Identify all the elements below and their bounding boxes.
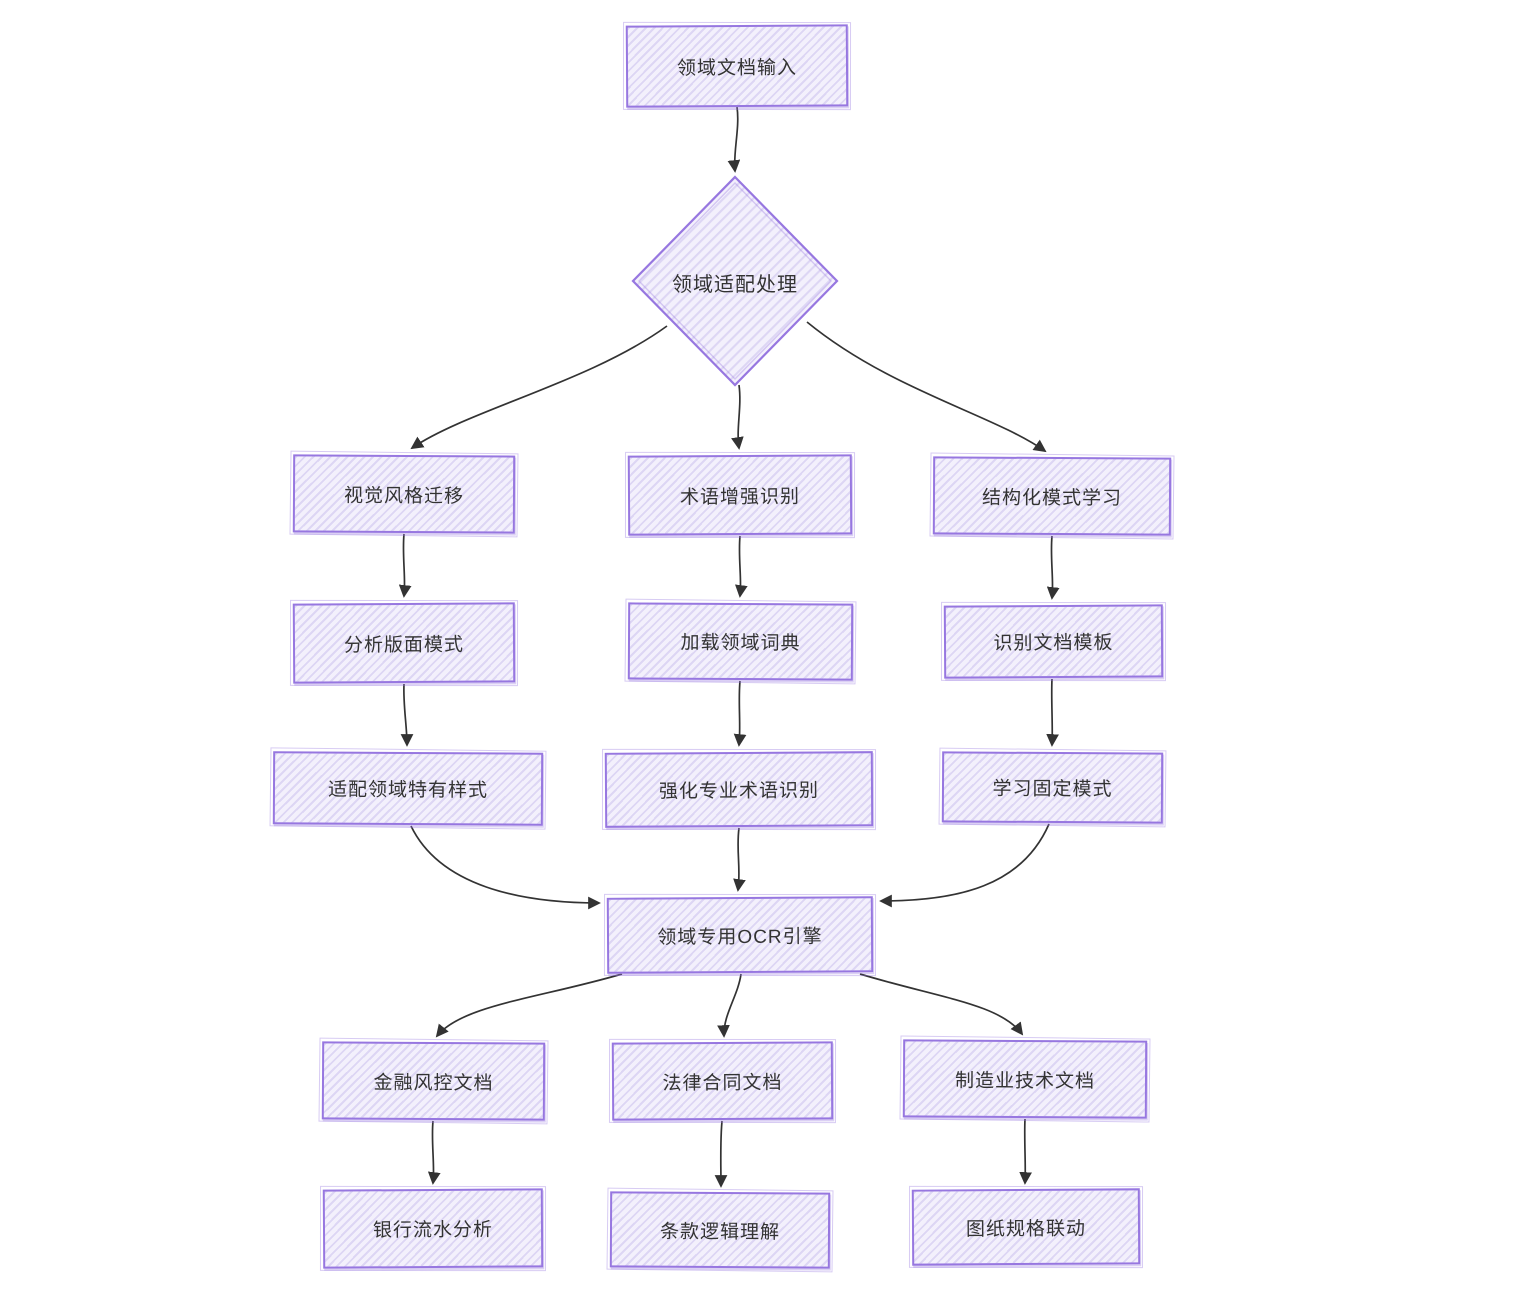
node-finance-doc: 金融风控文档 <box>321 1041 546 1121</box>
node-ocr-engine-label: 领域专用OCR引擎 <box>657 925 823 949</box>
edge-manu-doc-to-drawing-spec <box>1019 1118 1032 1185</box>
edge-layout-pattern-to-domain-style <box>400 683 414 747</box>
node-clause-logic-label: 条款逻辑理解 <box>659 1221 781 1243</box>
edge-domain-dict-to-term-strengthen <box>733 680 747 747</box>
edge-doc-template-to-fixed-pattern <box>1046 678 1059 747</box>
node-visual-style: 视觉风格迁移 <box>292 454 516 534</box>
node-legal-doc: 法律合同文档 <box>611 1041 834 1121</box>
node-layout-pattern: 分析版面模式 <box>292 602 516 684</box>
edge-domain-adapt-to-term-enhance <box>731 384 744 450</box>
edge-ocr-engine-to-finance-doc <box>435 973 623 1038</box>
node-domain-dict-label: 加载领域词典 <box>680 632 801 655</box>
edge-term-enhance-to-domain-dict <box>735 535 748 598</box>
node-term-enhance-label: 术语增强识别 <box>679 486 801 508</box>
edge-term-strengthen-to-ocr-engine <box>733 827 746 892</box>
node-fixed-pattern-label: 学习固定模式 <box>992 778 1113 801</box>
node-manu-doc: 制造业技术文档 <box>902 1039 1148 1119</box>
edge-ocr-engine-to-legal-doc <box>717 973 742 1038</box>
node-doc-template-label: 识别文档模板 <box>993 632 1114 655</box>
edge-finance-doc-to-bank-flow <box>427 1120 441 1185</box>
edge-struct-learn-to-doc-template <box>1046 535 1060 600</box>
edge-ocr-engine-to-manu-doc <box>859 973 1024 1036</box>
node-legal-doc-label: 法律合同文档 <box>662 1072 783 1094</box>
node-doc-template: 识别文档模板 <box>943 604 1164 679</box>
node-term-enhance: 术语增强识别 <box>627 454 853 536</box>
node-term-strengthen: 强化专业术语识别 <box>604 751 874 828</box>
node-struct-learn: 结构化模式学习 <box>932 456 1172 536</box>
node-layout-pattern-label: 分析版面模式 <box>343 634 465 656</box>
node-drawing-spec: 图纸规格联动 <box>911 1188 1141 1266</box>
node-term-strengthen-label: 强化专业术语识别 <box>658 780 820 803</box>
node-domain-dict: 加载领域词典 <box>627 602 854 681</box>
node-manu-doc-label: 制造业技术文档 <box>954 1070 1096 1092</box>
edge-fixed-pattern-to-ocr-engine <box>879 823 1050 908</box>
edge-domain-style-to-ocr-engine <box>410 825 601 910</box>
node-domain-adapt-shape <box>631 175 839 387</box>
node-domain-style: 适配领域特有样式 <box>272 751 544 826</box>
node-clause-logic: 条款逻辑理解 <box>609 1191 831 1269</box>
node-bank-flow: 银行流水分析 <box>322 1188 544 1269</box>
node-domain-style-label: 适配领域特有样式 <box>327 779 489 802</box>
node-drawing-spec-label: 图纸规格联动 <box>965 1218 1087 1240</box>
edge-legal-doc-to-clause-logic <box>714 1120 728 1188</box>
edge-domain-adapt-to-struct-learn <box>806 321 1047 453</box>
edge-visual-style-to-layout-pattern <box>398 533 412 598</box>
node-struct-learn-label: 结构化模式学习 <box>981 487 1123 509</box>
node-domain-adapt-label: 领域适配处理 <box>672 274 798 296</box>
node-domain-input-label: 领域文档输入 <box>676 57 798 79</box>
node-bank-flow-label: 银行流水分析 <box>372 1219 494 1242</box>
node-ocr-engine: 领域专用OCR引擎 <box>606 896 874 974</box>
node-fixed-pattern: 学习固定模式 <box>941 751 1164 824</box>
edge-domain-input-to-domain-adapt <box>727 106 741 173</box>
node-domain-input: 领域文档输入 <box>625 24 849 108</box>
edge-domain-adapt-to-visual-style <box>410 325 668 450</box>
node-finance-doc-label: 金融风控文档 <box>373 1072 494 1094</box>
node-visual-style-label: 视觉风格迁移 <box>343 485 465 507</box>
